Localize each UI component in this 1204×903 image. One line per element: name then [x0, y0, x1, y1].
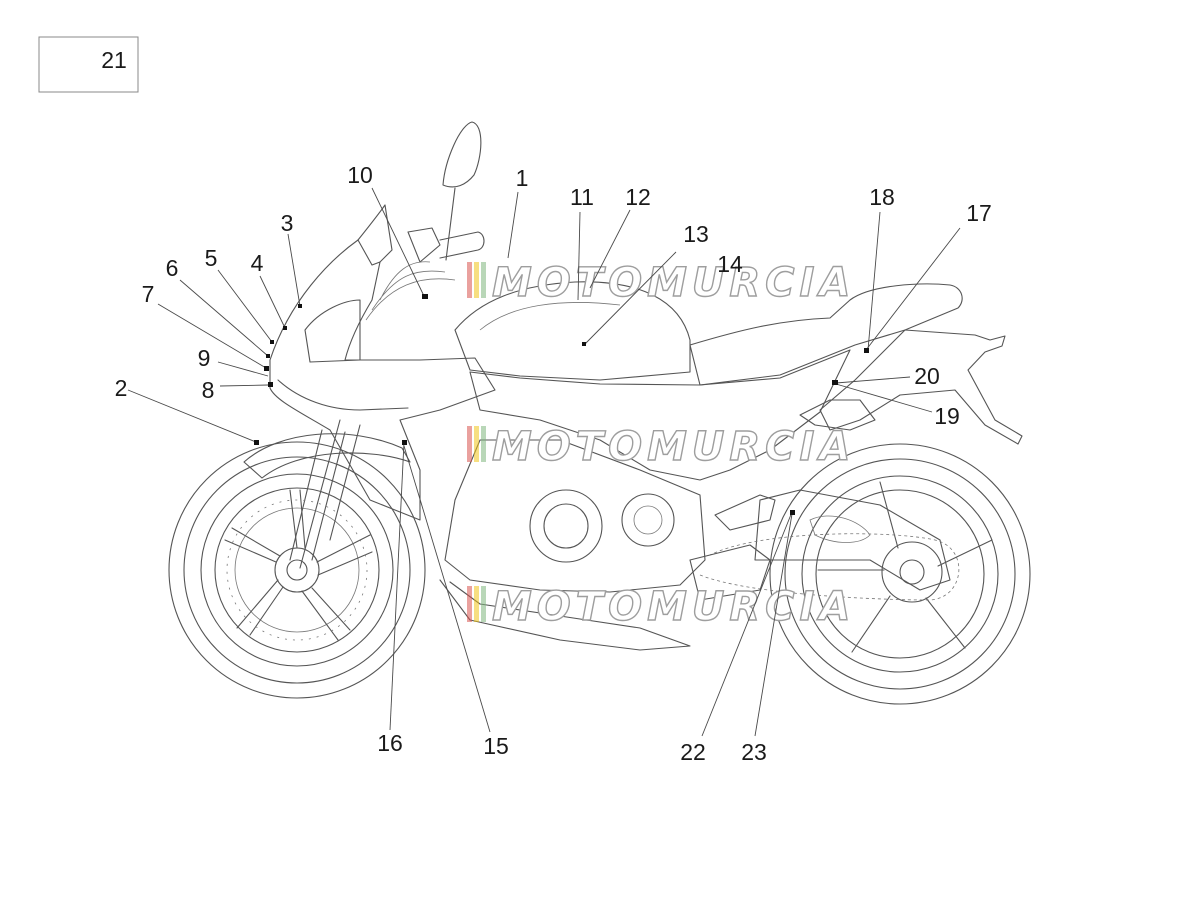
front-fairing: [269, 239, 496, 521]
windscreen: [357, 204, 393, 263]
callout-12: 12: [625, 184, 651, 210]
callout-6: 6: [166, 255, 179, 281]
mirror: [442, 121, 482, 261]
frame: [469, 349, 851, 481]
callout-22: 22: [680, 739, 706, 765]
handlebar: [407, 227, 485, 263]
reference-box-label: 21: [101, 47, 127, 73]
callout-1: 1: [516, 165, 529, 191]
callout-17: 17: [966, 200, 992, 226]
callout-23: 23: [741, 739, 767, 765]
callout-8: 8: [202, 377, 215, 403]
rear-wheel: [769, 443, 1031, 705]
belly-pan: [439, 579, 691, 651]
callout-2: 2: [115, 375, 128, 401]
callout-4: 4: [251, 250, 264, 276]
swingarm: [754, 489, 951, 591]
front-fender: [243, 433, 411, 479]
motorcycle-line-art: [168, 121, 1031, 705]
fuel-tank: [454, 281, 691, 381]
watermark-text: MOTOMURCIA: [492, 584, 855, 630]
front-wheel: [168, 441, 426, 699]
callout-11: 11: [570, 184, 594, 210]
callout-10: 10: [347, 162, 373, 188]
leader-lines: [127, 187, 961, 737]
callout-15: 15: [483, 733, 509, 759]
watermark-text: MOTOMURCIA: [492, 260, 855, 306]
watermark-text: MOTOMURCIA: [492, 424, 855, 470]
front-fork: [289, 419, 361, 569]
seat: [689, 283, 963, 386]
callout-13: 13: [683, 221, 709, 247]
callout-16: 16: [377, 730, 403, 756]
callout-5: 5: [205, 245, 218, 271]
callout-20: 20: [914, 363, 940, 389]
callout-labels: 1 2 3 4 5 6 7 8 9 10 11 12 13 14 15 16 1…: [115, 162, 992, 765]
reference-box: 21: [38, 36, 139, 93]
callout-7: 7: [142, 281, 155, 307]
callout-19: 19: [934, 403, 960, 429]
decal-markers: [254, 294, 869, 515]
callout-3: 3: [281, 210, 294, 236]
watermark-2: MOTOMURCIA: [467, 423, 855, 471]
callout-9: 9: [198, 345, 211, 371]
watermark-3: MOTOMURCIA: [467, 583, 855, 631]
callout-14: 14: [717, 251, 743, 277]
engine: [444, 439, 706, 593]
callout-18: 18: [869, 184, 895, 210]
watermark-1: MOTOMURCIA: [467, 259, 855, 307]
